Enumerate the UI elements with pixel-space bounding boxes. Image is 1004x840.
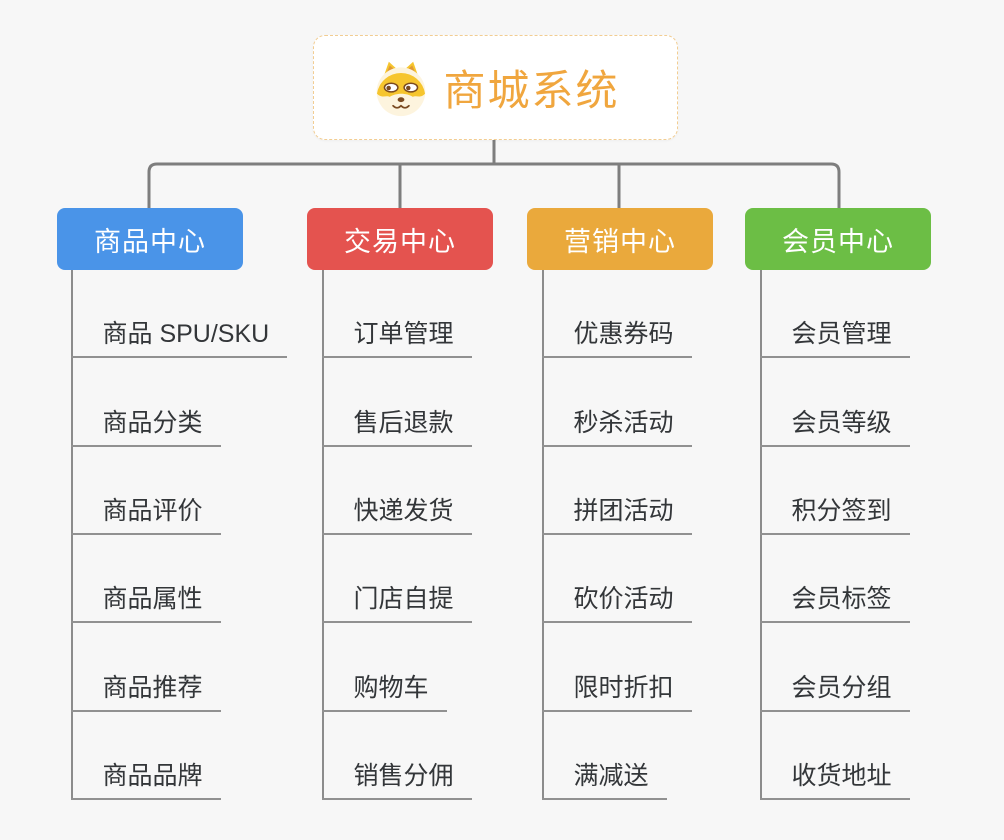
leaf-topic-label: 会员等级 [759, 403, 910, 447]
leaf-topic-label: 商品分类 [70, 403, 221, 447]
leaf-topic-label: 秒杀活动 [541, 403, 692, 447]
leaf-topic-label: 优惠券码 [541, 314, 692, 359]
leaf-topic[interactable]: 限时折扣 [541, 623, 692, 712]
leaf-topic[interactable]: 商品属性 [70, 535, 221, 624]
leaf-topic[interactable]: 销售分佣 [321, 712, 472, 800]
leaf-topic-label: 商品属性 [70, 579, 221, 624]
leaf-topic-label: 商品品牌 [70, 756, 221, 800]
branch-member-center[interactable]: 会员中心 [745, 208, 931, 270]
leaf-topic-label: 拼团活动 [541, 491, 692, 535]
branch-product-children: 商品 SPU/SKU 商品分类 商品评价 商品属性 商品推荐 商品品牌 [70, 270, 288, 800]
leaf-topic-label: 销售分佣 [321, 756, 472, 800]
leaf-topic-label: 商品 SPU/SKU [70, 314, 288, 359]
leaf-topic[interactable]: 售后退款 [321, 358, 472, 447]
leaf-topic-label: 订单管理 [321, 314, 472, 359]
branch-trade-center[interactable]: 交易中心 [307, 208, 493, 270]
leaf-topic[interactable]: 砍价活动 [541, 535, 692, 624]
leaf-topic[interactable]: 满减送 [541, 712, 667, 800]
branch-marketing-center[interactable]: 营销中心 [527, 208, 713, 270]
leaf-topic-label: 快递发货 [321, 491, 472, 535]
leaf-topic[interactable]: 收货地址 [759, 712, 910, 800]
leaf-topic-label: 会员标签 [759, 579, 910, 624]
branch-marketing-children: 优惠券码 秒杀活动 拼团活动 砍价活动 限时折扣 满减送 [541, 270, 692, 800]
leaf-topic-label: 积分签到 [759, 491, 910, 535]
leaf-topic-label: 收货地址 [759, 756, 910, 800]
leaf-topic-label: 购物车 [321, 668, 447, 712]
branch-trade-children: 订单管理 售后退款 快递发货 门店自提 购物车 销售分佣 [321, 270, 472, 800]
leaf-topic[interactable]: 会员标签 [759, 535, 910, 624]
branch-member-children: 会员管理 会员等级 积分签到 会员标签 会员分组 收货地址 [759, 270, 910, 800]
leaf-topic[interactable]: 积分签到 [759, 447, 910, 535]
leaf-topic-label: 限时折扣 [541, 668, 692, 712]
leaf-topic[interactable]: 秒杀活动 [541, 358, 692, 447]
leaf-topic-label: 会员管理 [759, 314, 910, 359]
leaf-topic-label: 商品推荐 [70, 668, 221, 712]
leaf-topic[interactable]: 优惠券码 [541, 270, 692, 359]
leaf-topic[interactable]: 商品评价 [70, 447, 221, 535]
leaf-topic-label: 砍价活动 [541, 579, 692, 624]
leaf-topic-label: 售后退款 [321, 403, 472, 447]
dog-face-icon [371, 59, 431, 117]
leaf-topic[interactable]: 会员分组 [759, 623, 910, 712]
leaf-topic[interactable]: 商品品牌 [70, 712, 221, 800]
root-topic-label: 商城系统 [443, 67, 620, 114]
leaf-topic[interactable]: 快递发货 [321, 447, 472, 535]
leaf-topic[interactable]: 商品推荐 [70, 623, 221, 712]
leaf-topic[interactable]: 会员等级 [759, 358, 910, 447]
root-topic[interactable]: 商城系统 [313, 35, 678, 140]
leaf-topic[interactable]: 订单管理 [321, 270, 472, 359]
branch-product-center[interactable]: 商品中心 [57, 208, 243, 270]
leaf-topic[interactable]: 拼团活动 [541, 447, 692, 535]
leaf-topic[interactable]: 商品分类 [70, 358, 221, 447]
leaf-topic-label: 商品评价 [70, 491, 221, 535]
leaf-topic[interactable]: 购物车 [321, 623, 447, 712]
leaf-topic[interactable]: 门店自提 [321, 535, 472, 624]
leaf-topic[interactable]: 会员管理 [759, 270, 910, 359]
leaf-topic-label: 满减送 [541, 756, 667, 800]
leaf-topic[interactable]: 商品 SPU/SKU [70, 270, 288, 359]
leaf-topic-label: 会员分组 [759, 668, 910, 712]
leaf-topic-label: 门店自提 [321, 579, 472, 624]
